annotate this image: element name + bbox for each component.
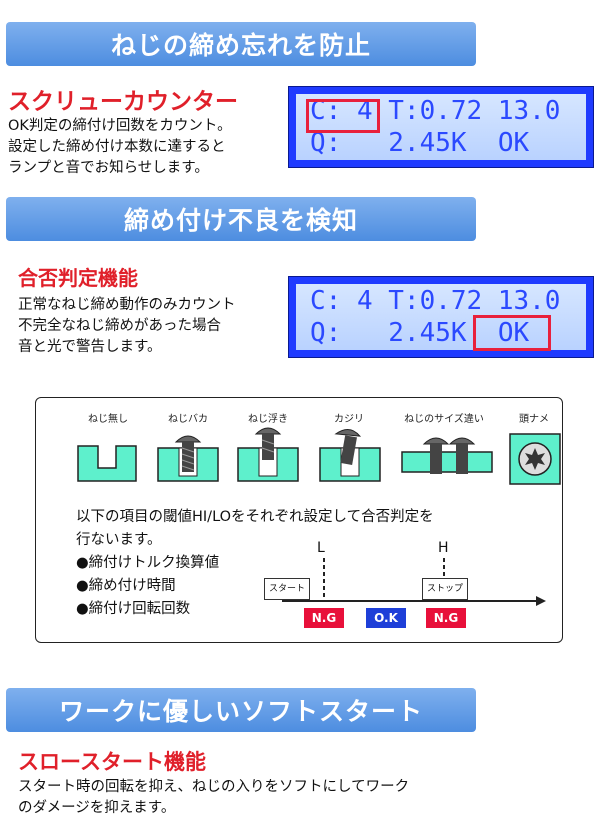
section-banner-soft-start: ワークに優しいソフトスタート: [6, 688, 476, 732]
lcd-display-counter: C: 4 T:0.72 13.0 Q: 2.45K OK: [288, 86, 594, 168]
soft-start-heading: スロースタート機能: [18, 750, 206, 774]
icon-label: ねじバカ: [168, 414, 208, 425]
ng-chip-high: N.G: [426, 608, 466, 628]
icon-label: ねじ無し: [88, 414, 128, 425]
icon-label: カジリ: [334, 414, 364, 425]
judge-heading: 合否判定機能: [18, 266, 138, 290]
section-banner-detect-faulty-tightening: 締め付け不良を検知: [6, 197, 476, 241]
stripped-screw-icon: [157, 435, 219, 482]
ng-chip-low: N.G: [304, 608, 344, 628]
stripped-head-icon: [509, 433, 561, 485]
start-flag: スタート: [264, 578, 310, 600]
judge-description: 正常なねじ締め動作のみカウント 不完全なねじ締めがあった場合 音と光で警告します…: [18, 297, 236, 355]
judge-criteria-text: 以下の項目の閾値HI/LOをそれぞれ設定して合否判定を 行ないます。 ●締付けト…: [76, 509, 434, 617]
icon-label: ねじ浮き: [248, 414, 288, 425]
lcd-display-judge: C: 4 T:0.72 13.0 Q: 2.45K OK: [288, 276, 594, 358]
no-screw-icon: [77, 445, 137, 482]
judge-diagram: ねじ無し ねじバカ ねじ浮き カジリ ねじのサイズ違い 頭ナメ: [35, 397, 563, 643]
ok-chip: O.K: [366, 608, 406, 628]
icon-label: ねじのサイズ違い: [404, 414, 484, 425]
stop-flag: ストップ: [422, 578, 468, 600]
ok-highlight-box: [473, 315, 551, 351]
banner-title: ねじの締め忘れを防止: [110, 31, 371, 60]
soft-start-description: スタート時の回転を抑え、ねじの入りをソフトにしてワーク のダメージを抑えます。: [18, 779, 410, 816]
threshold-high-label: H: [438, 540, 449, 556]
count-highlight-box: [306, 99, 380, 133]
floating-screw-icon: [237, 427, 299, 482]
banner-title: 締め付け不良を検知: [123, 206, 358, 235]
banner-title: ワークに優しいソフトスタート: [58, 697, 423, 726]
section-banner-prevent-missed-screws: ねじの締め忘れを防止: [6, 22, 476, 66]
screw-counter-heading: スクリューカウンター: [8, 89, 238, 115]
screw-counter-description: OK判定の締付け回数をカウント。 設定した締め付け本数に達すると ランプと音でお…: [8, 118, 232, 176]
lcd-line-1: C: 4 T:0.72 13.0: [310, 286, 561, 316]
judge-timeline: [282, 558, 546, 606]
defect-icons: [77, 427, 561, 485]
lcd-line-2: Q: 2.45K OK: [310, 318, 530, 348]
wrong-size-screw-icon: [401, 437, 493, 474]
lcd-line-2: Q: 2.45K OK: [310, 128, 530, 158]
galling-screw-icon: [319, 429, 381, 482]
threshold-low-label: L: [317, 540, 325, 556]
icon-label: 頭ナメ: [519, 414, 549, 425]
